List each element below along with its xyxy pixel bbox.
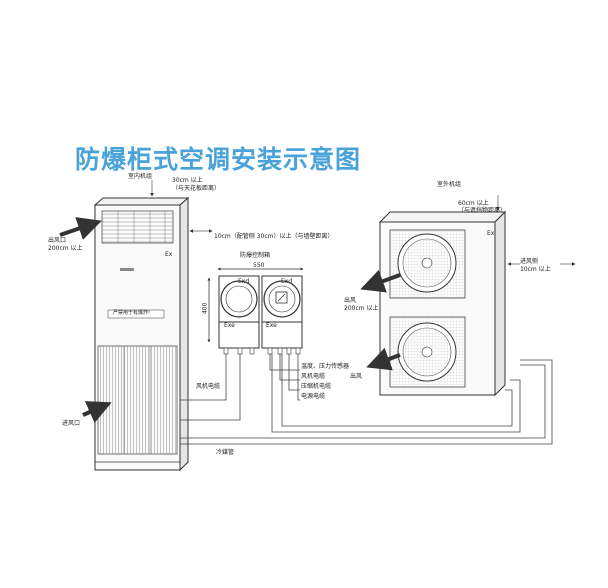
outdoor-lower-outlet-arrow-icon <box>366 347 401 371</box>
outdoor-unit-label: 室外机组 <box>437 181 462 188</box>
control-box <box>207 267 304 355</box>
inlet-grille <box>97 345 178 455</box>
exd-right-label: Exd <box>281 278 293 285</box>
indoor-top-clearance: 30cm 以上 <box>172 177 203 184</box>
indoor-outlet-label: 出风口 <box>48 237 67 244</box>
side-clearance-label: 10cm（配管侧 30cm）以上（与墙壁距离） <box>214 233 334 240</box>
outlet-arrow-icon <box>59 217 102 240</box>
cable-glands <box>223 347 301 355</box>
indoor-unit-label: 室内机组 <box>128 173 153 180</box>
cable-fan-left-label: 风机电缆 <box>196 383 221 390</box>
inlet-arrow-icon <box>82 401 112 424</box>
outdoor-outlet-label: 出风 <box>344 297 357 304</box>
cable-routing <box>180 354 553 445</box>
outdoor-inlet-side-label: 进风侧 <box>520 258 539 265</box>
indoor-warning-text: 严禁用于有爆炸! <box>113 310 151 316</box>
cable-sensor-label: 温度、压力传感器 <box>301 363 350 370</box>
exd-left-label: Exd <box>238 278 250 285</box>
warning-plate <box>107 309 165 319</box>
control-box-height: 400 <box>201 302 209 315</box>
indoor-outlet-clearance: 200cm 以上 <box>48 245 83 252</box>
outdoor-ex-tag: Ex <box>487 230 495 237</box>
cable-compressor-label: 压缩机电缆 <box>301 383 332 390</box>
control-box-title: 防爆控制箱 <box>240 252 271 259</box>
exe-left-label: Exe <box>224 322 235 329</box>
cable-power-label: 电源电缆 <box>301 393 326 400</box>
outdoor-inlet-side-clearance: 10cm 以上 <box>520 266 551 273</box>
indoor-inlet-label: 进风口 <box>62 420 81 427</box>
unit-logo-icon <box>120 268 134 271</box>
control-box-width: 550 <box>253 262 265 269</box>
diagram-title: 防爆柜式空调安装示意图 <box>75 145 362 174</box>
outdoor-outlet-clearance: 200cm 以上 <box>344 305 379 312</box>
outdoor-top-clearance: 60cm 以上 <box>458 200 489 207</box>
top-grille-bars <box>117 211 166 243</box>
exe-right-label: Exe <box>266 322 277 329</box>
cable-fan-right-label: 风机电缆 <box>301 373 326 380</box>
outdoor-unit <box>360 195 576 397</box>
indoor-unit <box>59 180 213 472</box>
indoor-ex-tag: Ex <box>165 251 173 258</box>
refrigerant-pipe-label: 冷媒管 <box>216 449 235 456</box>
outdoor-lower-outlet-label: 出风 <box>350 373 363 380</box>
indoor-top-clearance-note: （与天花板距离） <box>172 185 221 192</box>
outdoor-outlet-arrow-icon <box>360 269 401 293</box>
outdoor-top-clearance-note: （与遮挡物距离） <box>458 207 507 214</box>
